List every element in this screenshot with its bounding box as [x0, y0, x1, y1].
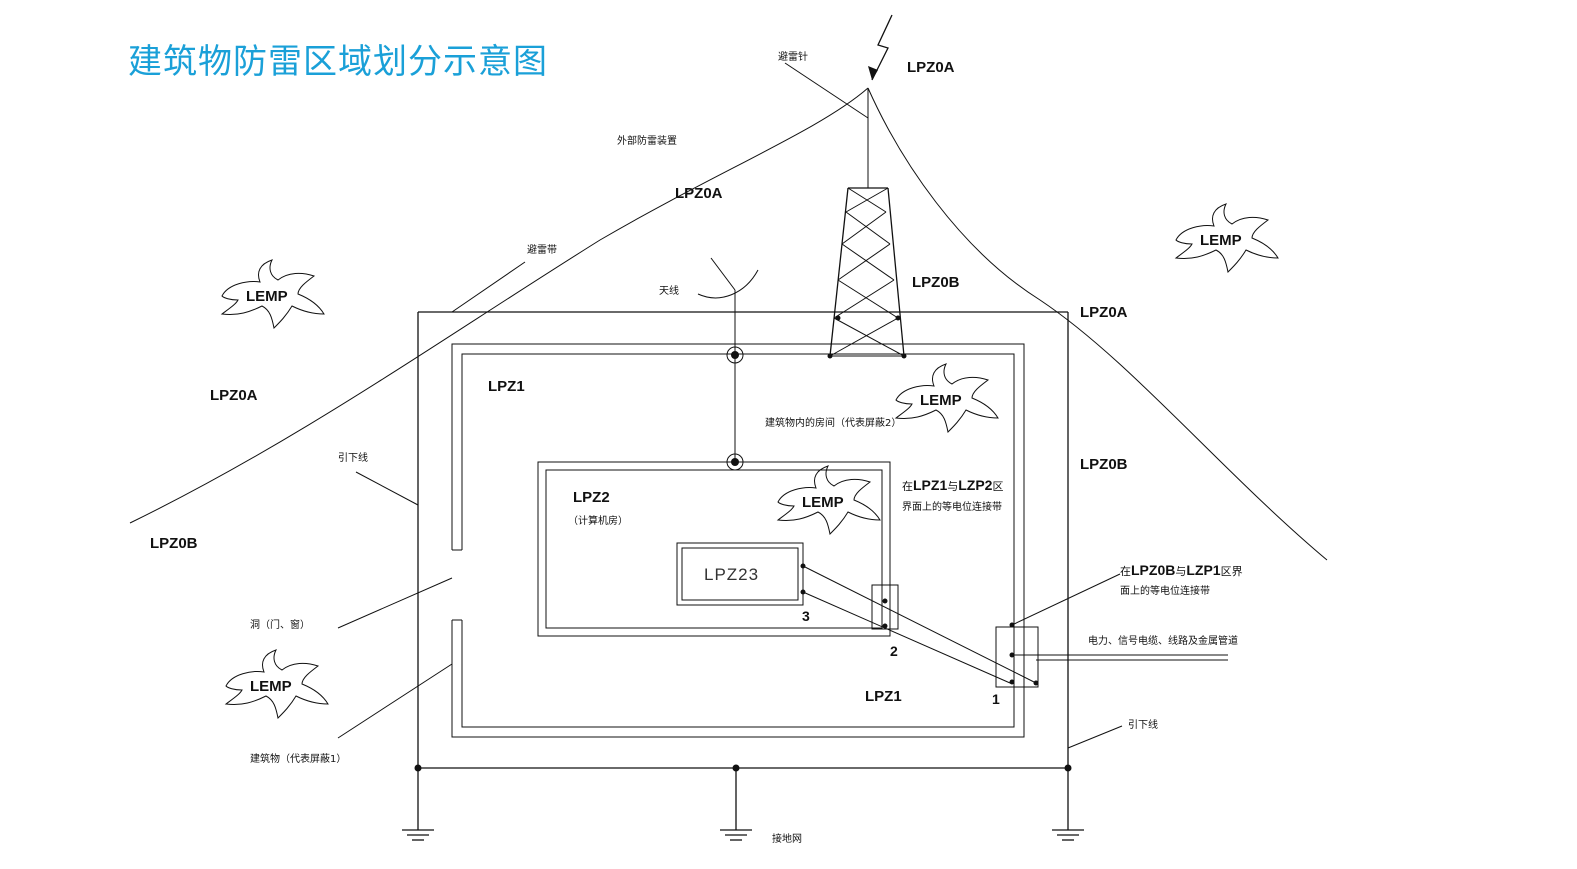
zone-label: LPZ1 — [488, 378, 525, 395]
zone-label: LPZ0B — [1080, 456, 1128, 473]
annotation-label: 建筑物（代表屏蔽1） — [250, 752, 346, 765]
bonding-annotation-lpz1-lpz2: 在LPZ1与LZP2区 — [902, 477, 1003, 493]
annotation-label: 引下线 — [338, 451, 368, 464]
annotation-label: 避雷针 — [778, 50, 808, 63]
bonding-bar-1 — [995, 626, 1039, 688]
page-title: 建筑物防雷区域划分示意图 — [128, 42, 548, 82]
antenna — [697, 257, 759, 471]
protection-curve-right — [867, 87, 1328, 561]
annotation-label: 接地网 — [772, 832, 802, 845]
bonding-bar-number: 1 — [992, 691, 1000, 707]
annotation-label: 避雷带 — [527, 243, 557, 256]
bonding-annotation-lpz0b-lpz1: 在LPZ0B与LZP1区界 — [1120, 562, 1243, 578]
innermost-zone-box — [676, 542, 804, 606]
annotation-label: 电力、信号电缆、线路及金属管道 — [1088, 634, 1238, 647]
annotation-label: 天线 — [659, 284, 679, 297]
lemp-label: LEMP — [250, 678, 292, 695]
ground-icon — [719, 829, 753, 841]
annotation-label: 引下线 — [1128, 718, 1158, 731]
zone-label: LPZ0A — [210, 387, 258, 404]
zone-sublabel: （计算机房） — [568, 514, 628, 527]
bonding-bar-number: 3 — [802, 608, 810, 624]
ground-icon — [1051, 829, 1085, 841]
bonding-bar-number: 2 — [890, 643, 898, 659]
protection-curve-left — [129, 87, 869, 524]
zone-label: LPZ0B — [150, 535, 198, 552]
zone-label: LPZ23 — [704, 565, 759, 584]
lemp-label: LEMP — [802, 494, 844, 511]
lemp-symbol: LEMP — [225, 649, 329, 719]
zone-label: LPZ2 — [573, 489, 610, 506]
bonding-bar-2 — [871, 584, 899, 630]
lemp-symbol: LEMP — [777, 465, 881, 535]
ground-icon — [401, 829, 435, 841]
lemp-symbol: LEMP — [895, 363, 999, 433]
lemp-label: LEMP — [246, 288, 288, 305]
computer-room-shield-2 — [537, 461, 891, 637]
zone-label: LPZ0A — [675, 185, 723, 202]
annotation-label: 建筑物内的房间（代表屏蔽2） — [765, 416, 901, 429]
zone-label: LPZ0B — [912, 274, 960, 291]
tower — [827, 187, 907, 359]
annotation-label: 洞（门、窗） — [250, 618, 310, 631]
zone-label: LPZ1 — [865, 688, 902, 705]
zone-label: LPZ0A — [907, 59, 955, 76]
annotation-label: 外部防雷装置 — [617, 134, 677, 147]
bonding-annotation-line2: 界面上的等电位连接带 — [902, 500, 1002, 513]
lemp-label: LEMP — [920, 392, 962, 409]
bonding-annotation-line2: 面上的等电位连接带 — [1120, 584, 1210, 597]
building-shield-1 — [451, 343, 1025, 738]
lemp-label: LEMP — [1200, 232, 1242, 249]
earth-network — [401, 764, 1085, 841]
lemp-symbol: LEMP — [221, 259, 325, 329]
cable-bundle — [800, 563, 1228, 686]
lightning-bolt-icon — [871, 14, 893, 81]
zone-label: LPZ0A — [1080, 304, 1128, 321]
lemp-symbol: LEMP — [1175, 203, 1279, 273]
building-outer-wall — [417, 311, 1069, 830]
